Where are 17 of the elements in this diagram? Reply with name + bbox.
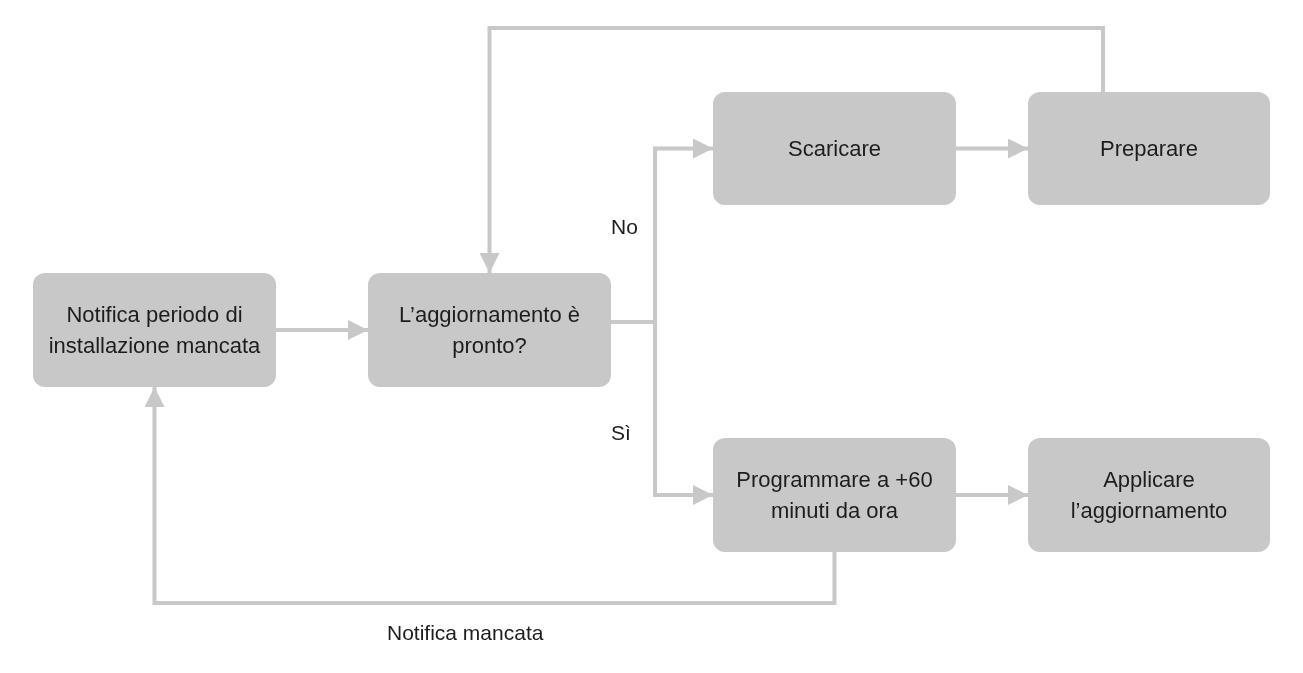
box-label: Notifica periodo di installazione mancata xyxy=(47,301,262,360)
arrow xyxy=(144,387,837,605)
box-label: Preparare xyxy=(1100,135,1198,163)
box-label: L’aggiornamento è pronto? xyxy=(398,301,581,360)
box-label: Applicare l’aggiornamento xyxy=(1069,466,1229,525)
process-box xyxy=(713,438,956,552)
box-label: Scaricare xyxy=(788,135,881,163)
process-box xyxy=(1028,438,1270,552)
process-box xyxy=(713,92,956,205)
process-box xyxy=(1028,92,1270,205)
arrow xyxy=(479,26,1105,273)
process-box xyxy=(33,273,276,387)
arrow xyxy=(956,485,1028,505)
arrow xyxy=(956,138,1028,159)
arrow xyxy=(276,320,368,340)
box-label: Programmare a +60 minuti da ora xyxy=(735,466,934,525)
process-box xyxy=(368,273,611,387)
